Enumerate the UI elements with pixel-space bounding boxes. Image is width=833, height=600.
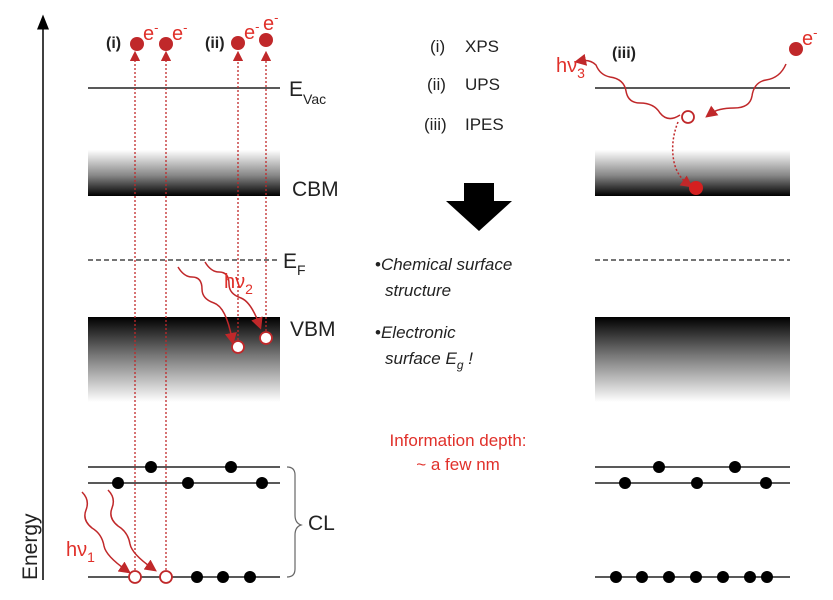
photon-label-hv1: hν1 [66,539,95,565]
electron [225,461,237,473]
hole [259,331,273,345]
electron [760,477,772,489]
electron [636,571,648,583]
energy-axis-label: Energy [19,513,42,580]
photon-label-hv3: hν3 [556,55,585,81]
electron-label: e- [244,19,259,44]
incident-electron [789,42,803,56]
hole [159,570,173,584]
cl-brace [286,466,303,578]
electron [182,477,194,489]
emitted-electron [231,36,245,50]
electron [691,477,703,489]
electron [653,461,665,473]
left-band-diagram: (i) e- e- (ii) e- e- hν1 hν2 [66,10,280,584]
technique-legend: (i)XPS (ii)UPS (iii)IPES [424,37,504,134]
photon-label-hv2: hν2 [224,271,253,297]
trapped-electron [689,181,703,195]
information-depth: Information depth:~ a few nm [389,431,526,474]
vbm-label: VBM [290,318,336,341]
electron [145,461,157,473]
label-ups: (ii) [205,35,225,52]
evac-label: EVac [289,78,326,107]
electron [690,571,702,583]
emitted-electron [259,33,273,47]
cl-label: CL [308,512,335,535]
electron [663,571,675,583]
right-band-diagram: (iii) e- hν3 [556,25,817,583]
vbm-band [88,317,280,402]
photon-wave [177,266,237,345]
label-ipes: (iii) [612,45,636,62]
electron [112,477,124,489]
photon-wave [107,489,157,572]
electron [729,461,741,473]
ef-label: EF [283,250,306,278]
electron [761,571,773,583]
electron [744,571,756,583]
electron-label: e- [263,10,278,35]
electron [191,571,203,583]
electron-label: e- [143,20,158,45]
electron [244,571,256,583]
emitted-electron [159,37,173,51]
cbm-label: CBM [292,178,339,201]
electron-label: e- [172,20,187,45]
electron [256,477,268,489]
legend-item: (iii)IPES [424,115,504,134]
electron [217,571,229,583]
vbm-band [595,317,790,402]
hole [128,570,142,584]
electron [610,571,622,583]
electron-label: e- [802,25,817,50]
cbm-band [88,150,280,196]
photon-wave [204,261,263,330]
photon-wave [574,53,681,120]
electron [619,477,631,489]
photon-wave [81,491,131,574]
electron-path [705,63,787,118]
label-xps: (i) [106,35,121,52]
legend-item: (ii)UPS [427,75,500,94]
hole [681,110,695,124]
electron [717,571,729,583]
emitted-electron [130,37,144,51]
hole [231,340,245,354]
relaxation-path [671,121,693,188]
legend-item: (i)XPS [430,37,499,56]
down-arrow-icon [446,183,512,231]
